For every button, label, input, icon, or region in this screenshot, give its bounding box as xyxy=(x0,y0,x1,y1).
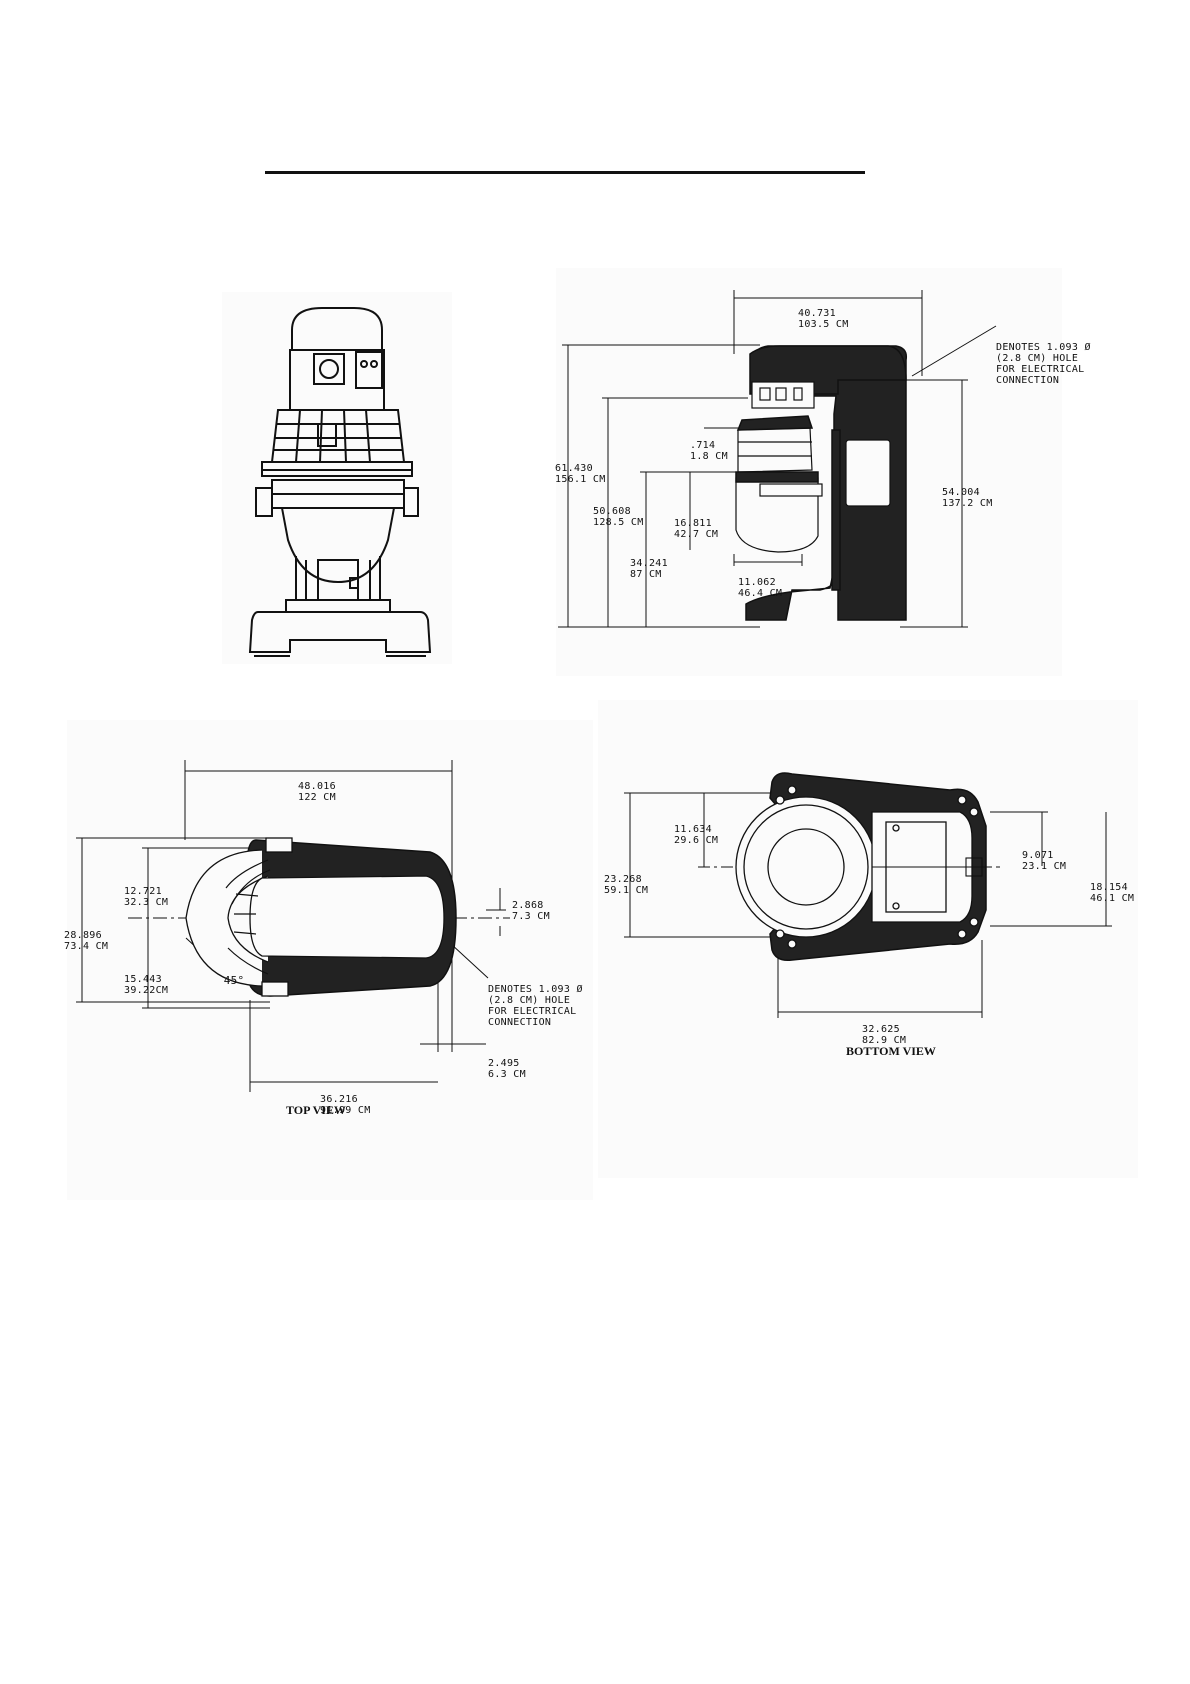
header-rule xyxy=(265,171,865,174)
bottom-view-caption: BOTTOM VIEW xyxy=(846,1044,936,1058)
top-angle-label: 45° xyxy=(223,974,245,987)
top-view-caption: TOP VIEW xyxy=(286,1103,346,1117)
